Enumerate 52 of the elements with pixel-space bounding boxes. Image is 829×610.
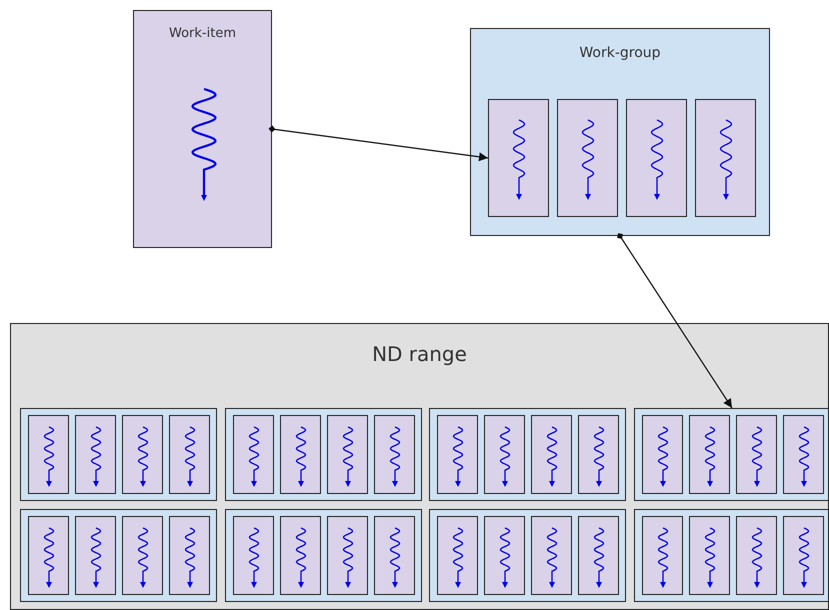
item-box	[488, 99, 549, 217]
item-box	[224, 509, 422, 602]
item-box	[122, 415, 163, 494]
item-box	[531, 516, 572, 595]
item-box	[531, 415, 572, 494]
item-box	[224, 408, 422, 501]
item-box	[429, 408, 626, 501]
item-box	[578, 415, 619, 494]
container-box	[133, 10, 272, 248]
item-box	[169, 415, 210, 494]
item-box	[20, 509, 217, 602]
item-box	[634, 509, 828, 602]
box-title: Work-group	[578, 45, 662, 61]
item-box	[642, 516, 682, 595]
item-box	[326, 516, 368, 595]
item-box	[695, 99, 756, 217]
item-box	[736, 516, 776, 595]
item-box	[578, 516, 619, 595]
item-box	[437, 415, 478, 494]
item-box	[28, 516, 69, 595]
arrow	[617, 233, 732, 408]
container-box	[470, 28, 770, 236]
item-box	[642, 415, 682, 494]
item-box	[20, 408, 217, 501]
item-box	[557, 99, 618, 217]
item-box	[232, 516, 274, 595]
item-box	[122, 516, 163, 595]
item-box	[688, 516, 730, 595]
item-box	[437, 516, 478, 595]
item-box	[626, 99, 687, 217]
item-box	[429, 509, 626, 602]
item-box	[634, 408, 828, 501]
item-box	[28, 415, 69, 494]
item-box	[75, 415, 116, 494]
arrow	[268, 126, 488, 162]
item-box	[736, 415, 776, 494]
item-box	[280, 516, 320, 595]
item-box	[280, 415, 320, 494]
item-box	[326, 415, 368, 494]
item-box	[232, 415, 274, 494]
item-box	[484, 516, 525, 595]
item-box	[782, 516, 824, 595]
item-box	[169, 516, 210, 595]
item-box	[374, 516, 414, 595]
item-box	[484, 415, 525, 494]
box-title: Work-item	[168, 26, 237, 41]
box-title: ND range	[371, 342, 468, 366]
item-box	[688, 415, 730, 494]
item-box	[782, 415, 824, 494]
item-box	[374, 415, 414, 494]
container-box	[10, 323, 829, 610]
item-box	[75, 516, 116, 595]
